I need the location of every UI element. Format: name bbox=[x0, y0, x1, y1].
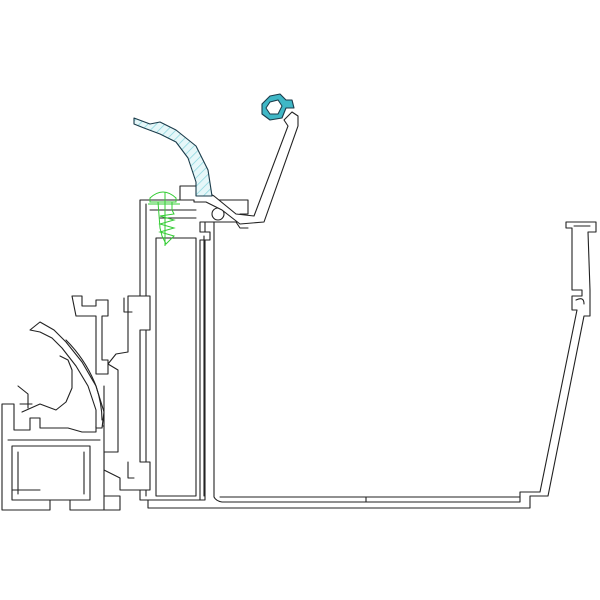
deflector-fin bbox=[133, 117, 213, 197]
window-frame bbox=[1, 385, 121, 511]
glazing-bead bbox=[21, 295, 109, 429]
fixing-screw bbox=[148, 191, 180, 246]
gutter-channel bbox=[147, 219, 597, 509]
mullion-column bbox=[139, 199, 249, 501]
thermal-break-insert bbox=[103, 295, 151, 491]
top-gasket bbox=[261, 93, 295, 121]
